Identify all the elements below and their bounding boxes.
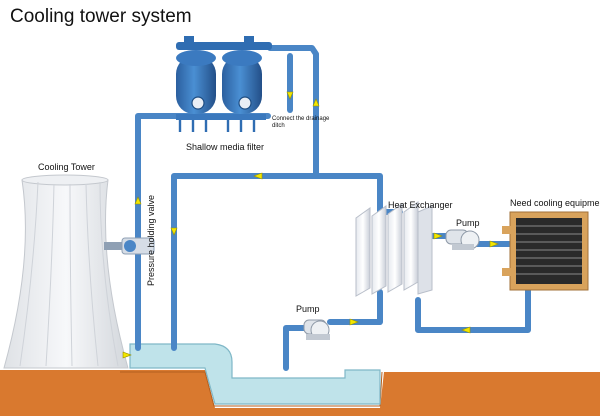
ground — [0, 370, 600, 416]
pipe-filter-outlet — [267, 45, 319, 179]
cooling-tower-ribs — [19, 181, 119, 367]
label-heat-exchanger: Heat Exchanger — [388, 200, 453, 210]
pipe-left-return — [171, 173, 319, 351]
flow-arrows — [122, 91, 499, 359]
label-drainage: Connect the drainage ditch — [272, 116, 330, 129]
pipe-equip-return — [415, 287, 531, 333]
shallow-media-filter — [176, 36, 272, 132]
label-shallow-filter: Shallow media filter — [186, 142, 265, 152]
label-pump-bottom: Pump — [296, 304, 320, 314]
label-pump-top: Pump — [456, 218, 480, 228]
arrow-basin — [122, 351, 132, 359]
arrow-pump-out — [349, 318, 359, 326]
heat-exchanger — [355, 201, 433, 297]
arrow-down-left — [170, 227, 178, 236]
arrow-return — [461, 326, 471, 334]
pump-top — [445, 229, 480, 250]
pump-bottom — [303, 319, 330, 340]
arrow-top-left — [253, 172, 263, 180]
page-title: Cooling tower system — [10, 6, 192, 27]
label-cooling-tower: Cooling Tower — [38, 162, 95, 172]
arrow-hx-out — [433, 232, 443, 240]
cooling-tower-rim — [21, 174, 109, 186]
arrow-to-equip — [489, 240, 499, 248]
arrow-drain — [286, 91, 294, 100]
arrow-up-left — [134, 196, 142, 205]
pipe-pump-in — [283, 325, 315, 371]
label-pressure-valve: Pressure holding valve — [146, 194, 156, 286]
water-basin — [129, 343, 381, 405]
label-equipment: Need cooling equipment — [510, 198, 600, 208]
pipe-pump-out — [327, 289, 383, 325]
pressure-holding-valve — [104, 237, 155, 255]
ground-top-edge — [120, 371, 383, 407]
cooling-equipment — [502, 211, 589, 291]
arrow-up-right — [312, 98, 320, 107]
cooling-tower — [3, 179, 129, 369]
